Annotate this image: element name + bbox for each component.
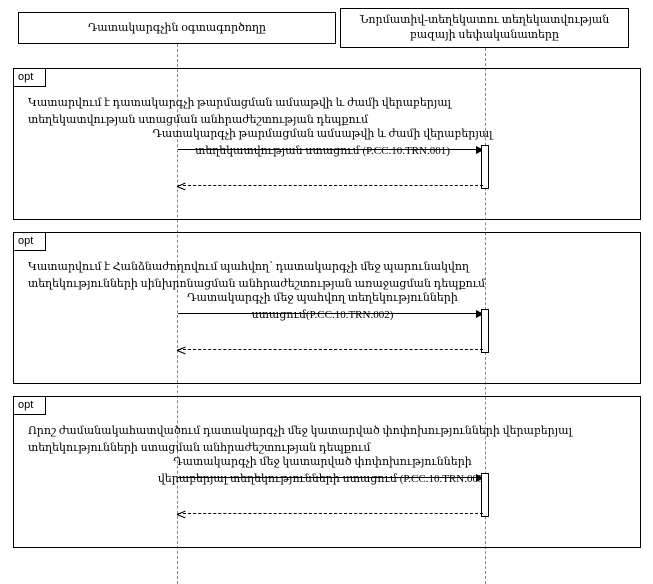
arrowhead-filled-icon	[476, 474, 484, 482]
guard-line: Կատարվում է դատակարգչի թարմացման ամսաթվի…	[28, 97, 452, 109]
message-line: Դատակարգչի մեջ կատարված փոփոխությունների	[173, 456, 472, 468]
message-line: տեղեկատվության ստացում (P.CC.10.TRN.001)	[195, 145, 450, 157]
opt-fragment-2-guard: Կատարվում է Հանձնաժողովում պահվող՝ դատակ…	[28, 259, 628, 293]
message-line: Դատակարգչի թարմացման ամսաթվի և ժամի վերա…	[152, 128, 493, 140]
return-arrow-3[interactable]	[178, 513, 483, 514]
arrowhead-filled-icon	[476, 146, 484, 154]
message-label-1: Դատակարգչի թարմացման ամսաթվի և ժամի վերա…	[150, 126, 495, 160]
opt-fragment-3-tag: opt	[13, 396, 47, 415]
participant-box-user[interactable]: Դատակարգչին օգտագործողը	[18, 12, 336, 44]
guard-line: տեղեկությունների ստացման անհրաժեշտության…	[28, 442, 371, 454]
opt-fragment-1-tag: opt	[13, 68, 47, 87]
guard-line: Որոշ ժամանակահատվածում դատակարգչի մեջ կա…	[28, 425, 572, 437]
message-label-3: Դատակարգչի մեջ կատարված փոփոխությունների…	[150, 454, 495, 488]
opt-fragment-3-guard: Որոշ ժամանակահատվածում դատակարգչի մեջ կա…	[28, 423, 628, 457]
message-line: վերաբերյալ տեղեկությունների ստացում (P.C…	[157, 473, 488, 485]
activation-bar-2	[481, 309, 489, 353]
arrowhead-open-icon	[177, 346, 185, 354]
participant-box-reference-data-owner[interactable]: Նորմատիվ-տեղեկատու տեղեկատվության բազայի…	[340, 8, 629, 48]
message-label-2: Դատակարգչի մեջ պահվող տեղեկությունների ս…	[150, 290, 495, 324]
message-arrow-1[interactable]	[178, 146, 484, 154]
message-arrow-2[interactable]	[178, 310, 484, 318]
participant-label-reference-data-owner: Նորմատիվ-տեղեկատու տեղեկատվության բազայի…	[359, 14, 610, 41]
message-line: ստացում(P.CC.10.TRN.002)	[251, 309, 394, 321]
guard-line: տեղեկատվության ստացման անհրաժեշտության դ…	[28, 114, 369, 126]
opt-fragment-2-tag: opt	[13, 232, 47, 251]
opt-fragment-3[interactable]: opt Որոշ ժամանակահատվածում դատակարգչի մե…	[13, 396, 641, 548]
activation-bar-1	[481, 145, 489, 189]
lifeline-user	[177, 44, 178, 584]
message-line: Դատակարգչի մեջ պահվող տեղեկությունների	[187, 292, 458, 304]
opt-fragment-1-guard: Կատարվում է դատակարգչի թարմացման ամսաթվի…	[28, 95, 628, 129]
arrowhead-open-icon	[177, 182, 185, 190]
guard-line: տեղեկությունների սինխրոնացման անհրաժեշտո…	[28, 278, 486, 290]
message-arrow-3[interactable]	[178, 474, 484, 482]
participant-label-user: Դատակարգչին օգտագործողը	[87, 21, 266, 34]
return-arrow-2[interactable]	[178, 349, 483, 350]
return-arrow-1[interactable]	[178, 185, 483, 186]
activation-bar-3	[481, 473, 489, 517]
opt-fragment-1[interactable]: opt Կատարվում է դատակարգչի թարմացման ամս…	[13, 68, 641, 220]
arrowhead-open-icon	[177, 510, 185, 518]
arrowhead-filled-icon	[476, 310, 484, 318]
opt-fragment-2[interactable]: opt Կատարվում է Հանձնաժողովում պահվող՝ դ…	[13, 232, 641, 384]
guard-line: Կատարվում է Հանձնաժողովում պահվող՝ դատակ…	[28, 261, 469, 273]
